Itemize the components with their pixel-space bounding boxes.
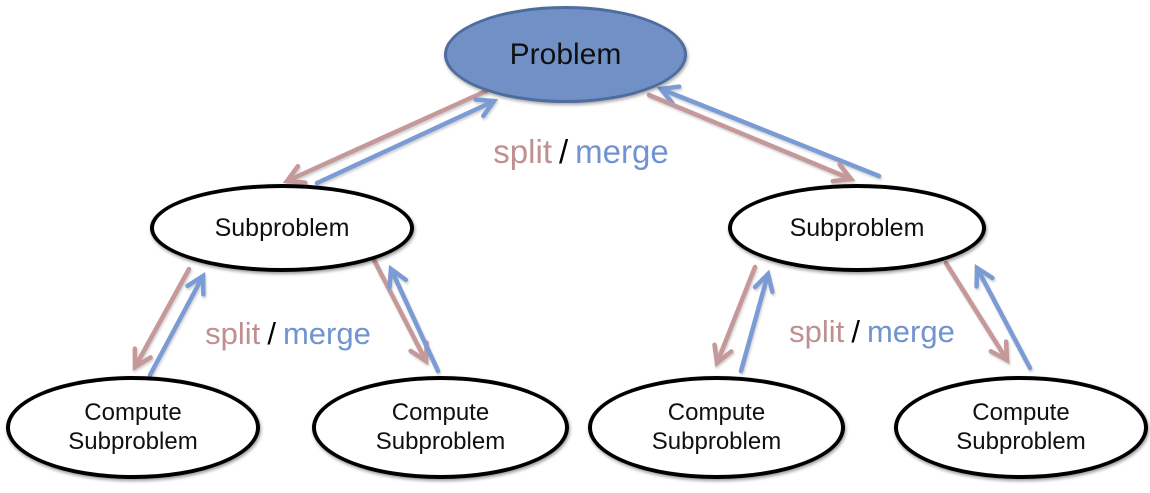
merge-label: merge <box>866 314 955 349</box>
compute-line-2: Subproblem <box>375 427 506 455</box>
node-compute-subproblem-2-label: Compute Subproblem <box>376 399 505 456</box>
node-problem-label: Problem <box>509 37 622 71</box>
node-subproblem-left: Subproblem <box>150 184 414 272</box>
merge-arrow-subproblem-right-to-problem <box>656 84 882 179</box>
node-compute-subproblem-2: Compute Subproblem <box>312 376 569 479</box>
split-merge-label-top: split/merge <box>431 133 731 171</box>
split-label: split <box>205 316 261 351</box>
merge-arrow-compute-3-to-subproblem-right <box>738 269 775 374</box>
compute-line-1: Compute <box>84 399 182 427</box>
compute-line-2: Subproblem <box>68 427 198 455</box>
node-problem: Problem <box>444 6 687 103</box>
node-subproblem-right: Subproblem <box>728 184 986 272</box>
node-compute-subproblem-1-label: Compute Subproblem <box>68 399 197 456</box>
split-arrow-problem-to-subproblem-right <box>646 92 856 184</box>
split-merge-label-right: split/merge <box>722 314 1022 350</box>
merge-arrow-subproblem-left-to-problem <box>314 97 499 186</box>
node-compute-subproblem-3: Compute Subproblem <box>588 376 845 479</box>
split-arrow-subproblem-right-to-compute-4 <box>943 260 1010 364</box>
compute-line-2: Subproblem <box>651 427 782 455</box>
merge-label: merge <box>282 316 371 351</box>
split-arrow-problem-to-subproblem-left <box>282 88 489 185</box>
split-label: split <box>493 133 552 170</box>
compute-line-1: Compute <box>391 399 490 427</box>
merge-arrow-compute-1-to-subproblem-left <box>147 271 206 378</box>
node-compute-subproblem-4: Compute Subproblem <box>894 376 1148 479</box>
merge-arrow-compute-2-to-subproblem-left <box>387 264 441 374</box>
merge-arrow-compute-4-to-subproblem-right <box>974 263 1033 371</box>
split-label: split <box>789 314 845 349</box>
compute-line-2: Subproblem <box>956 427 1086 455</box>
split-arrow-subproblem-right-to-compute-3 <box>712 264 758 368</box>
split-arrow-subproblem-left-to-compute-2 <box>371 257 429 366</box>
split-arrow-subproblem-left-to-compute-1 <box>132 266 192 372</box>
merge-label: merge <box>575 133 669 170</box>
node-subproblem-left-label: Subproblem <box>214 213 350 242</box>
node-compute-subproblem-3-label: Compute Subproblem <box>652 399 781 456</box>
compute-line-1: Compute <box>667 399 766 427</box>
slash-separator: / <box>267 316 276 351</box>
node-compute-subproblem-4-label: Compute Subproblem <box>956 399 1085 456</box>
compute-line-1: Compute <box>972 399 1070 427</box>
node-compute-subproblem-1: Compute Subproblem <box>6 376 260 479</box>
node-subproblem-right-label: Subproblem <box>789 213 925 242</box>
slash-separator: / <box>558 133 569 170</box>
slash-separator: / <box>851 314 860 349</box>
split-merge-label-left: split/merge <box>138 316 438 352</box>
